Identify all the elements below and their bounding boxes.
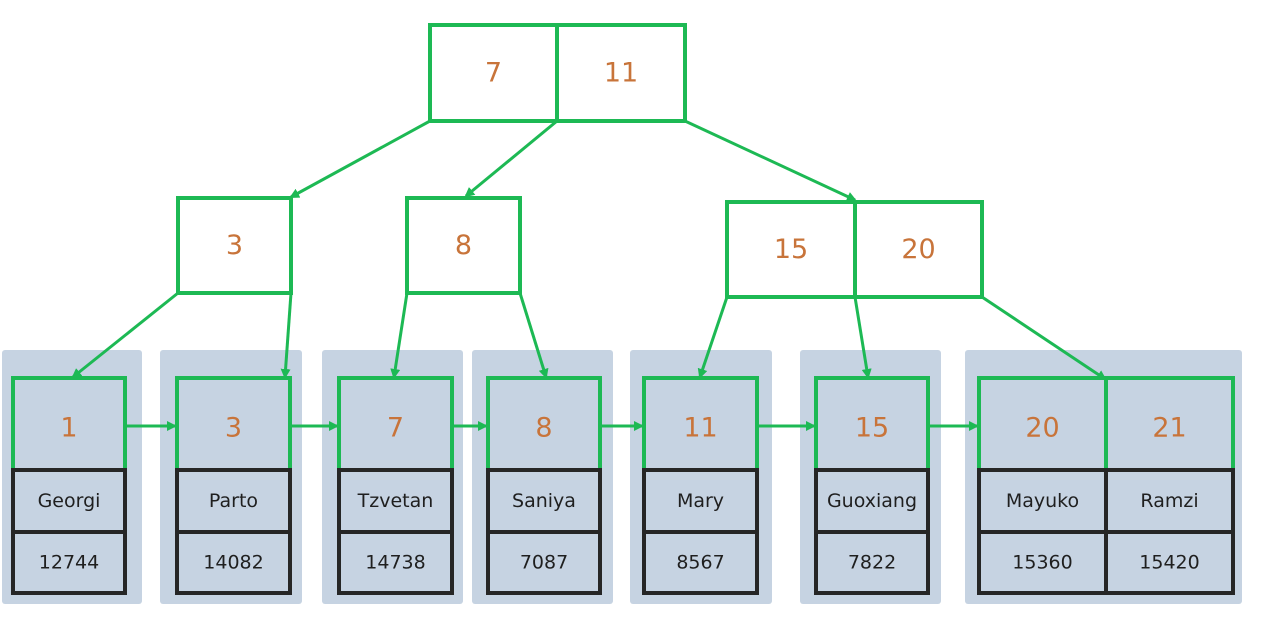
leaf-key-label: 8: [535, 413, 552, 444]
record-value: 7822: [848, 552, 896, 574]
record-name: Tzvetan: [357, 490, 434, 512]
tree-pointer-3: [684, 119, 857, 202]
internal-node-3-key-label: 20: [901, 234, 935, 265]
record-value: 15360: [1012, 552, 1072, 574]
record-name-cell: [11, 468, 127, 534]
record-name-cell: [337, 468, 454, 534]
internal-node-1-key-label: 3: [226, 230, 243, 261]
tree-edges: [71, 119, 1107, 431]
record-value-cell: [486, 530, 602, 595]
record-value-cell: [1104, 530, 1235, 595]
internal-node-2-key-cell: [405, 196, 522, 295]
record-value-cell: [977, 530, 1108, 595]
internal-node-1-key-cell: [176, 196, 293, 295]
record-name: Guoxiang: [827, 490, 917, 512]
leaf-key-label: 21: [1152, 413, 1186, 444]
record-name: Parto: [209, 490, 258, 512]
record-value-cell: [11, 530, 127, 595]
record-value: 14082: [203, 552, 263, 574]
tree-pointer-6: [390, 292, 409, 379]
internal-node-3-key-label: 15: [774, 234, 808, 265]
record-value-cell: [814, 530, 930, 595]
record-name: Georgi: [38, 490, 101, 512]
record-value-cell: [642, 530, 759, 595]
record-value: 14738: [365, 552, 425, 574]
record-value-cell: [337, 530, 454, 595]
record-value: 15420: [1139, 552, 1199, 574]
tree-pointer-5: [280, 292, 293, 379]
internal-node-1: 3: [176, 196, 293, 295]
internal-node-2-key-label: 8: [455, 230, 472, 261]
record-name: Saniya: [512, 490, 576, 512]
tree-pointer-4: [71, 291, 179, 379]
tree-pointer-7: [518, 292, 549, 379]
record-name: Mary: [677, 490, 724, 512]
tree-pointer-1: [289, 119, 431, 199]
record-name: Mayuko: [1006, 490, 1079, 512]
tree-pointer-8: [697, 296, 729, 379]
leaf-key-label: 3: [225, 413, 242, 444]
record-name-cell: [175, 468, 292, 534]
record-value: 8567: [676, 552, 724, 574]
record-name: Ramzi: [1140, 490, 1198, 512]
record-name-cell: [814, 468, 930, 534]
tree-pointer-10: [981, 295, 1107, 381]
record-value-cell: [175, 530, 292, 595]
root-node-key-label: 11: [604, 58, 638, 89]
leaf-key-label: 7: [387, 413, 404, 444]
record-value: 12744: [39, 552, 99, 574]
tree-pointer-9: [853, 296, 872, 379]
leaf-key-label: 20: [1025, 413, 1059, 444]
leaf-key-label: 1: [60, 413, 77, 444]
tree-pointer-2: [464, 119, 558, 198]
leaf-key-label: 11: [683, 413, 717, 444]
record-name-cell: [486, 468, 602, 534]
internal-node-3-key-cell: [853, 200, 984, 299]
internal-node-2: 8: [405, 196, 522, 295]
record-value: 7087: [520, 552, 568, 574]
root-node: 7 11: [428, 23, 687, 123]
leaf-key-label: 15: [855, 413, 889, 444]
root-node-key-cell: [555, 23, 687, 123]
root-node-key-label: 7: [485, 58, 502, 89]
